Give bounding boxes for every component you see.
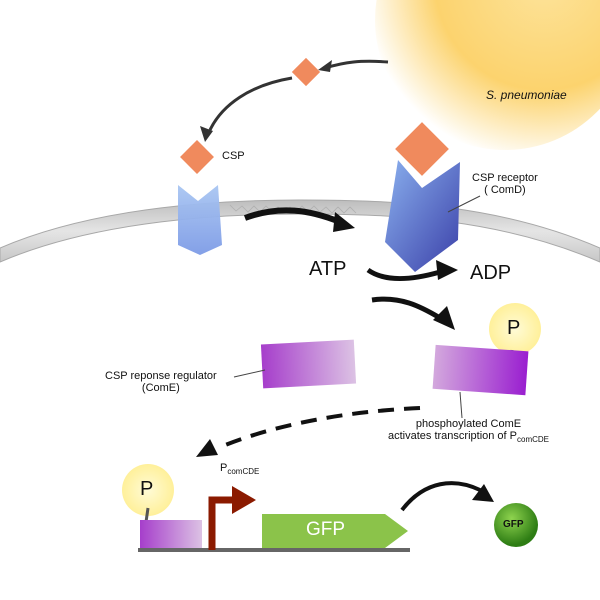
phospho-come-label: phosphoylated ComE activates transcripti… xyxy=(388,418,549,444)
phospho-come-label-prefix: activates transcription of P xyxy=(388,430,518,442)
regulator-label: CSP reponse regulator (ComE) xyxy=(105,370,217,394)
secretion-arrow xyxy=(324,59,389,70)
transport-arrow-head xyxy=(200,126,213,142)
come-leader-line xyxy=(233,369,266,378)
promoter-arrow xyxy=(208,496,240,550)
dna-bound-come xyxy=(140,520,202,548)
gfp-gene xyxy=(262,514,408,548)
phospho-come-label-sub: comCDE xyxy=(517,435,550,444)
phosphate-group-1 xyxy=(489,303,541,355)
atp-adp-arrow xyxy=(366,267,441,281)
promoter-label: PcomCDE xyxy=(220,462,259,476)
phospho-leader-line xyxy=(459,391,463,419)
s-pneumoniae-cell xyxy=(375,0,600,150)
adp-label: ADP xyxy=(470,262,512,284)
phosphorylated-come xyxy=(432,344,529,396)
phosphorylation-arrow-head xyxy=(433,306,455,330)
csp-receptor-label-line1: CSP receptor xyxy=(472,172,538,184)
promoter-label-prefix: P xyxy=(220,462,228,474)
phospho-come-label-line1: phosphoylated ComE xyxy=(415,418,522,430)
gfp-protein-label: GFP xyxy=(503,519,524,530)
phosphorylation-arrow xyxy=(371,296,442,321)
expression-arrow xyxy=(400,481,481,512)
phosphate-link-2 xyxy=(144,507,150,523)
transport-arrow xyxy=(208,76,293,131)
csp-receptor-label-line2: ( ComD) xyxy=(484,184,526,196)
csp-molecule-small xyxy=(291,57,321,87)
comd-leader-line xyxy=(447,195,481,213)
organism-label: S. pneumoniae xyxy=(486,88,567,102)
regulator-label-line1: CSP reponse regulator xyxy=(105,370,217,382)
secretion-arrow-head xyxy=(318,60,332,72)
phosphate-label-2: P xyxy=(140,478,154,500)
expression-arrow-head xyxy=(472,484,494,502)
translocation-arrow xyxy=(217,406,421,450)
csp-receptor-comd xyxy=(385,160,460,272)
translocation-arrow-head xyxy=(196,439,218,457)
csp-bound-diamond xyxy=(395,122,449,176)
come-regulator xyxy=(260,339,357,389)
regulator-label-line2: (ComE) xyxy=(141,382,180,394)
csp-label: CSP xyxy=(222,150,245,162)
promoter-arrow-head xyxy=(232,486,256,514)
binding-arrow xyxy=(243,207,342,225)
phospho-come-label-line2: activates transcription of PcomCDE xyxy=(388,430,549,444)
csp-receptor-label: CSP receptor ( ComD) xyxy=(472,172,538,196)
csp-molecule xyxy=(180,140,214,174)
atp-adp-arrow-head xyxy=(436,260,458,280)
gfp-gene-label: GFP xyxy=(306,519,346,540)
atp-label: ATP xyxy=(309,258,347,280)
gfp-protein xyxy=(494,503,538,547)
promoter-label-sub: comCDE xyxy=(227,467,260,476)
binding-arrow-head xyxy=(333,212,355,232)
unbound-receptor xyxy=(178,185,222,255)
phosphate-group-2 xyxy=(122,464,174,516)
phosphate-label-1: P xyxy=(507,317,521,339)
